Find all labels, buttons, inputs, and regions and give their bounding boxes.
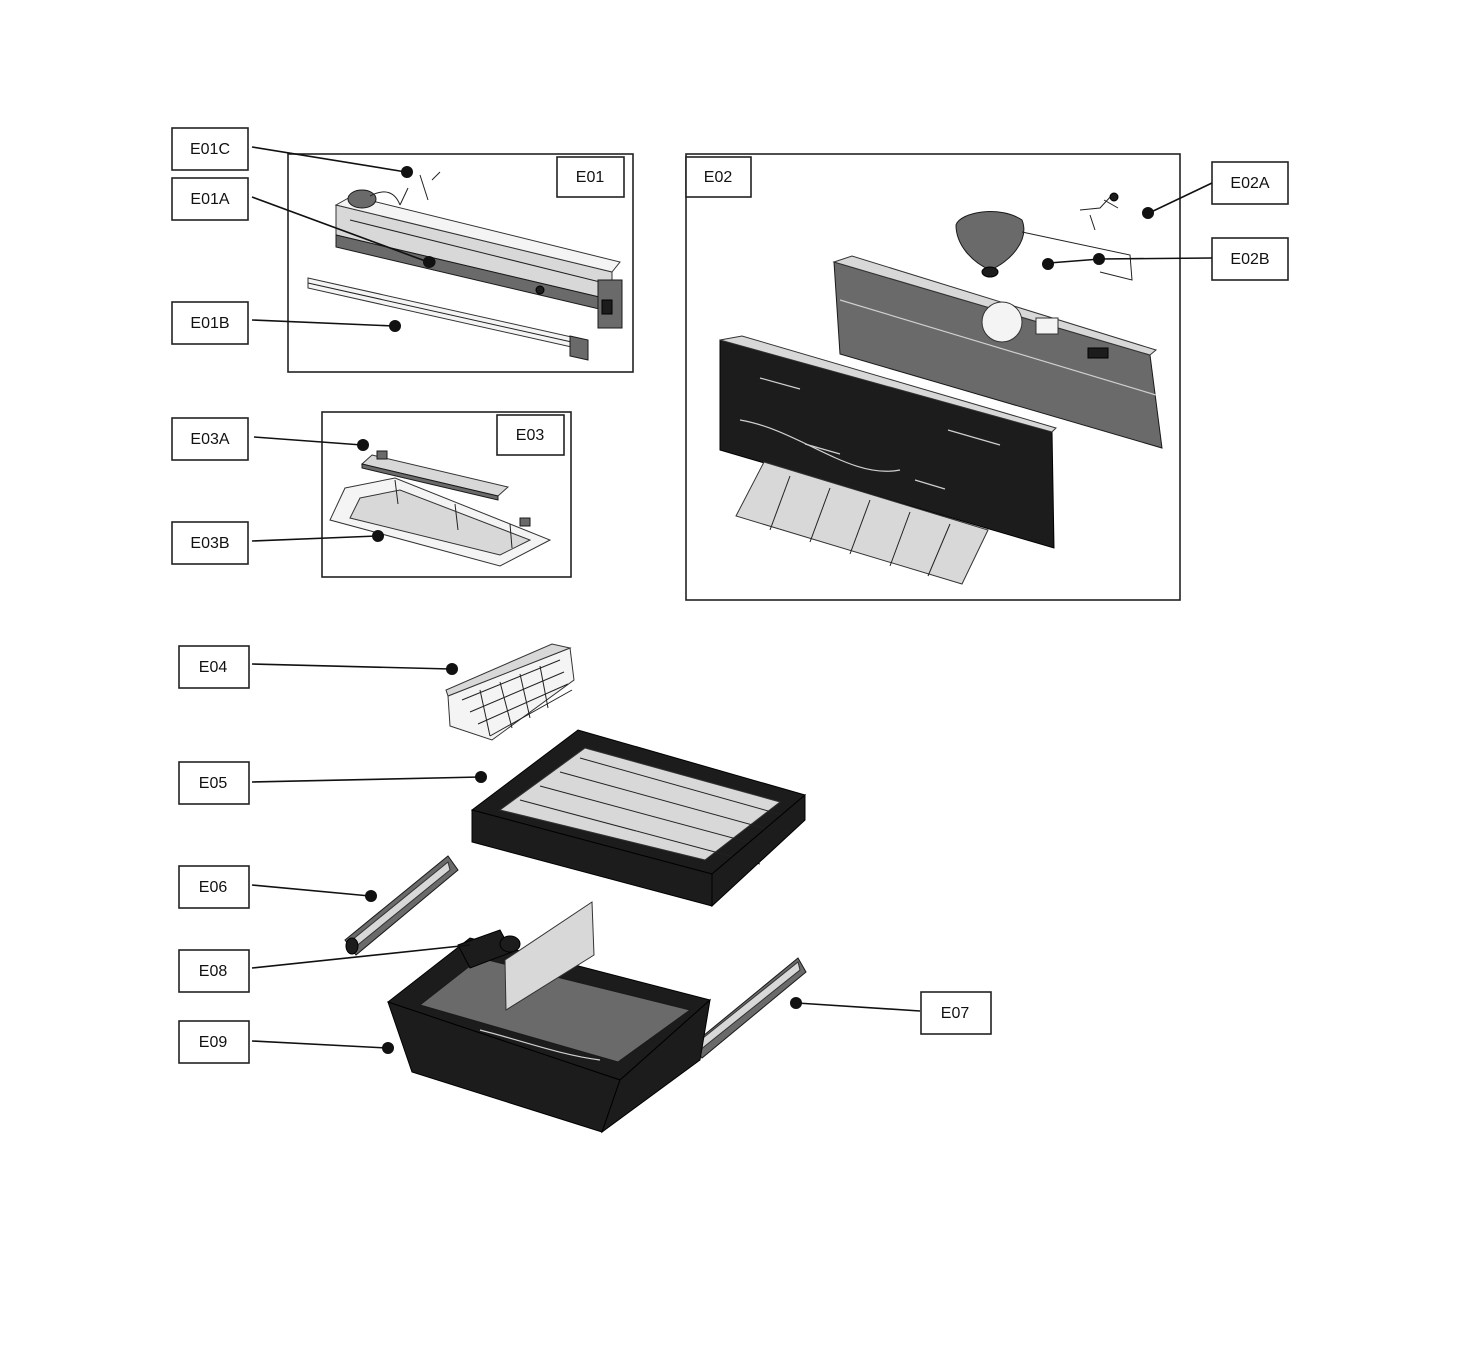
callout-e01c: E01C bbox=[171, 127, 413, 178]
part-e08-divider bbox=[457, 901, 595, 1011]
group-frame-e01 bbox=[287, 153, 634, 373]
part-e09-crisper-drawer bbox=[386, 937, 712, 1134]
callout-e08-text: E08 bbox=[199, 963, 228, 980]
callout-e03b: E03B bbox=[171, 521, 384, 565]
callout-e01c-text: E01C bbox=[190, 141, 230, 158]
part-e02-control-panel bbox=[719, 255, 1163, 585]
group-tag-e03-text: E03 bbox=[516, 427, 545, 444]
group-frame-e02 bbox=[685, 153, 1181, 601]
part-e01b-rail bbox=[307, 277, 589, 361]
callout-e01a: E01A bbox=[171, 177, 435, 268]
part-e02b-speaker bbox=[955, 211, 1133, 281]
callout-e01b-text: E01B bbox=[190, 315, 229, 332]
part-e03b-light-cover bbox=[329, 477, 552, 567]
callout-e05: E05 bbox=[178, 761, 487, 805]
callout-e05-text: E05 bbox=[199, 775, 228, 792]
part-e04-basket bbox=[445, 643, 575, 741]
callout-e03a: E03A bbox=[171, 417, 369, 461]
group-frame-e03 bbox=[321, 411, 572, 578]
callout-e06-text: E06 bbox=[199, 879, 228, 896]
callout-e01b: E01B bbox=[171, 301, 401, 345]
callout-e03a-text: E03A bbox=[190, 431, 229, 448]
callout-e04-text: E04 bbox=[199, 659, 228, 676]
group-tag-e01-text: E01 bbox=[576, 169, 605, 186]
callout-e03b-text: E03B bbox=[190, 535, 229, 552]
callout-e02a-text: E02A bbox=[1230, 175, 1269, 192]
part-e03a-led-strip bbox=[360, 450, 510, 501]
callout-e09: E09 bbox=[178, 1020, 394, 1064]
part-e02a-sensor-bracket bbox=[1079, 192, 1119, 231]
callout-e04: E04 bbox=[178, 645, 458, 689]
callout-e07: E07 bbox=[790, 991, 992, 1035]
callout-e01a-text: E01A bbox=[190, 191, 229, 208]
group-tag-e02: E02 bbox=[685, 156, 752, 198]
callout-e08: E08 bbox=[178, 944, 471, 993]
part-e06-left-rail bbox=[344, 855, 459, 956]
callout-e02a: E02A bbox=[1142, 161, 1289, 219]
callout-e07-text: E07 bbox=[941, 1005, 970, 1022]
group-tag-e01: E01 bbox=[556, 156, 625, 198]
group-tag-e03: E03 bbox=[496, 414, 565, 456]
group-tag-e02-text: E02 bbox=[704, 169, 733, 186]
callout-e09-text: E09 bbox=[199, 1034, 228, 1051]
part-e05-shelf-tray bbox=[470, 729, 807, 908]
callout-e02b: E02B bbox=[1042, 237, 1289, 281]
callout-e06: E06 bbox=[178, 865, 377, 909]
callout-e02b-text: E02B bbox=[1230, 251, 1269, 268]
